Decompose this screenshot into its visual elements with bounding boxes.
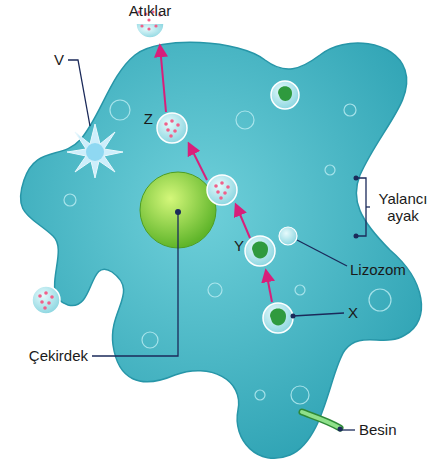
part-label: V <box>54 51 64 68</box>
part-label: Atıklar <box>129 2 172 19</box>
part-label: Yalancı ayak <box>372 190 434 225</box>
part-label: Besin <box>359 421 397 438</box>
food-particle <box>302 412 340 428</box>
amoeba-body <box>20 42 421 458</box>
lysosome <box>279 227 297 245</box>
bubbles <box>64 100 391 404</box>
part-label: Lizozom <box>350 261 406 278</box>
waste-vacuoles <box>32 10 237 314</box>
part-label: Çekirdek <box>29 347 88 364</box>
movement-arrows <box>160 46 272 302</box>
part-label: Z <box>144 110 153 127</box>
leader-dots <box>175 176 359 432</box>
part-label: X <box>348 304 358 321</box>
part-label: Y <box>234 237 244 254</box>
leader-lines <box>68 60 370 430</box>
food-vacuoles <box>245 81 299 333</box>
contractile-vacuole <box>67 124 123 178</box>
